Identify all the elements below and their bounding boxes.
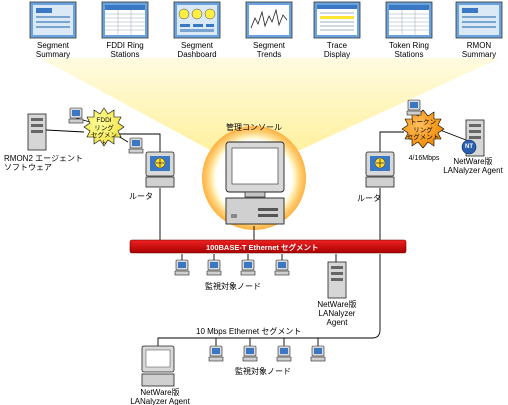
- monitored-nodes-label-2: 監視対象ノード: [235, 367, 291, 376]
- router-right: [365, 151, 395, 188]
- node-pc: [242, 345, 258, 362]
- netware-bottom-computer: [141, 345, 175, 387]
- label-trace-display: Trace Display: [323, 41, 351, 59]
- fddi-ring-label: FDDI リング セグメント: [91, 117, 117, 147]
- view-beam: [40, 58, 500, 150]
- label-rmon-summary: RMON Summary: [461, 41, 497, 59]
- thumb-rmon-summary: [455, 1, 503, 39]
- netware-bottom-label: NetWare版 LANalyzer Agent: [130, 388, 190, 405]
- rmon2-server: [27, 113, 47, 151]
- node-pc: [276, 345, 292, 362]
- monitored-nodes: [68, 99, 422, 362]
- monitored-nodes-label-1: 監視対象ノード: [205, 282, 261, 291]
- label-segment-summary: Segment Summary: [35, 41, 71, 59]
- node-pc: [274, 259, 290, 276]
- node-pc: [206, 259, 222, 276]
- thumb-trace-display: [313, 1, 361, 39]
- token-ring: [401, 109, 445, 149]
- ethernet100-bar: [129, 239, 407, 254]
- console-computer: [225, 141, 285, 225]
- netware-center-label: NetWare版 LANalyzer Agent: [317, 300, 357, 327]
- thumb-segment-summary: [29, 1, 77, 39]
- node-pc: [174, 259, 190, 276]
- rmon2-agent-label: RMON2 エージェント ソフトウェア: [4, 154, 83, 172]
- label-segment-dashboard: Segment Dashboard: [177, 41, 217, 59]
- node-pc: [240, 259, 256, 276]
- node-pc: [310, 345, 326, 362]
- token-speed-label: 4/16Mbps: [408, 155, 440, 162]
- label-fddi-ring-stations: FDDI Ring Stations: [106, 41, 144, 59]
- links: [45, 111, 467, 352]
- nt-badge: NT: [465, 144, 473, 150]
- token-ring-label: トークン リング セグメント: [406, 119, 440, 141]
- netware-center-server: [327, 261, 347, 299]
- node-pc: [68, 107, 84, 124]
- node-pc: [128, 137, 144, 154]
- ethernet10-label: 10 Mbps Ethernet セグメント: [196, 327, 302, 336]
- netware-nt-label: NetWare版 LANalyzer Agent: [443, 157, 503, 175]
- thumb-segment-dashboard: [173, 1, 221, 39]
- console-label: 管理コンソール: [226, 123, 282, 132]
- label-token-ring-stations: Token Ring Stations: [388, 41, 430, 59]
- router-right-label: ルータ: [357, 194, 381, 203]
- fddi-ring: [83, 107, 125, 147]
- router-left-label: ルータ: [129, 192, 153, 201]
- thumb-token-ring-stations: [385, 1, 433, 39]
- router-left: [145, 151, 175, 188]
- label-segment-trends: Segment Trends: [252, 41, 286, 59]
- node-pc: [208, 345, 224, 362]
- nt-agent-server: [461, 119, 485, 157]
- node-pc: [406, 99, 422, 116]
- top-thumbnails: [29, 1, 503, 39]
- thumb-segment-trends: [245, 1, 293, 39]
- thumb-fddi-ring-stations: [101, 1, 149, 39]
- ethernet100-label: 100BASE-T Ethernet セグメント: [206, 243, 319, 252]
